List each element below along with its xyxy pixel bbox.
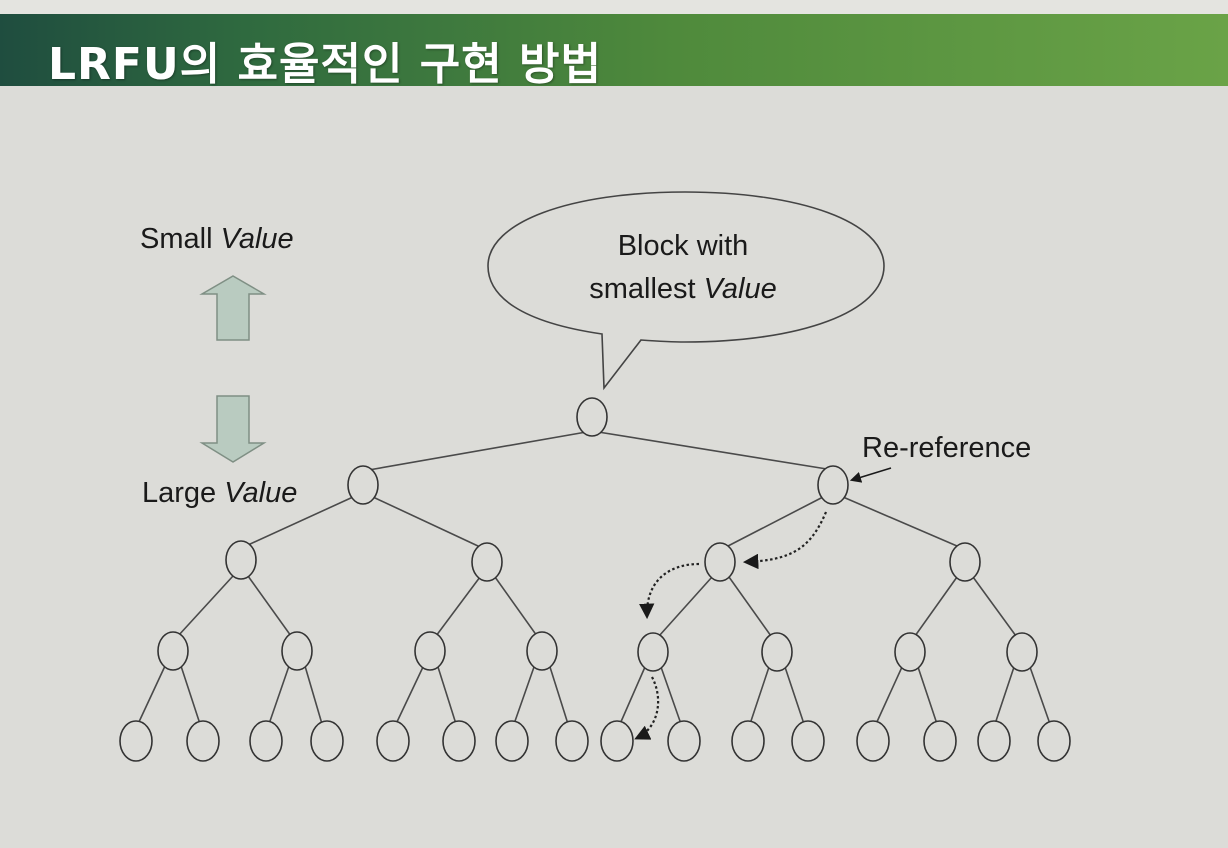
tree-leaf — [119, 720, 153, 762]
tree-leaf — [600, 720, 634, 762]
tree-node — [761, 632, 793, 672]
tree-leaf — [310, 720, 344, 762]
top-band — [0, 0, 1228, 14]
tree-leaf — [923, 720, 957, 762]
large-value-label: Large Value — [142, 477, 297, 509]
tree-node — [949, 542, 981, 582]
tree-leaf — [856, 720, 890, 762]
callout-line-2: smallest Value — [589, 273, 777, 305]
tree-leaf — [791, 720, 825, 762]
down-arrow-icon — [199, 395, 267, 463]
rereference-label: Re-reference — [862, 432, 1031, 464]
tree-node — [1006, 632, 1038, 672]
tree-node — [414, 631, 446, 671]
title-bar: LRFU의 효율적인 구현 방법 — [0, 14, 1228, 90]
sift-down-path — [634, 511, 828, 740]
tree-node — [347, 465, 379, 505]
tree-leaf — [1037, 720, 1071, 762]
tree-node — [225, 540, 257, 580]
tree-leaf — [442, 720, 476, 762]
tree-node — [637, 632, 669, 672]
rereference-arrow — [849, 467, 892, 483]
tree-node — [894, 632, 926, 672]
tree-leaf — [977, 720, 1011, 762]
tree-leaf — [555, 720, 589, 762]
tree-node — [281, 631, 313, 671]
tree-edges — [137, 430, 1051, 725]
tree-leaf — [249, 720, 283, 762]
slide-title: LRFU의 효율적인 구현 방법 — [48, 39, 602, 90]
up-arrow-icon — [199, 275, 267, 341]
tree-leaf — [376, 720, 410, 762]
tree-nodes — [119, 397, 1071, 762]
tree-node-root — [576, 397, 608, 437]
tree-node-rereferenced — [817, 465, 849, 505]
tree-leaf — [667, 720, 701, 762]
callout-line-1: Block with — [618, 230, 749, 262]
callout-bubble — [487, 191, 885, 391]
small-value-label: Small Value — [140, 223, 294, 255]
tree-node — [471, 542, 503, 582]
tree-leaf — [495, 720, 529, 762]
tree-node — [704, 542, 736, 582]
tree-node — [526, 631, 558, 671]
tree-leaf — [186, 720, 220, 762]
tree-leaf — [731, 720, 765, 762]
tree-node — [157, 631, 189, 671]
